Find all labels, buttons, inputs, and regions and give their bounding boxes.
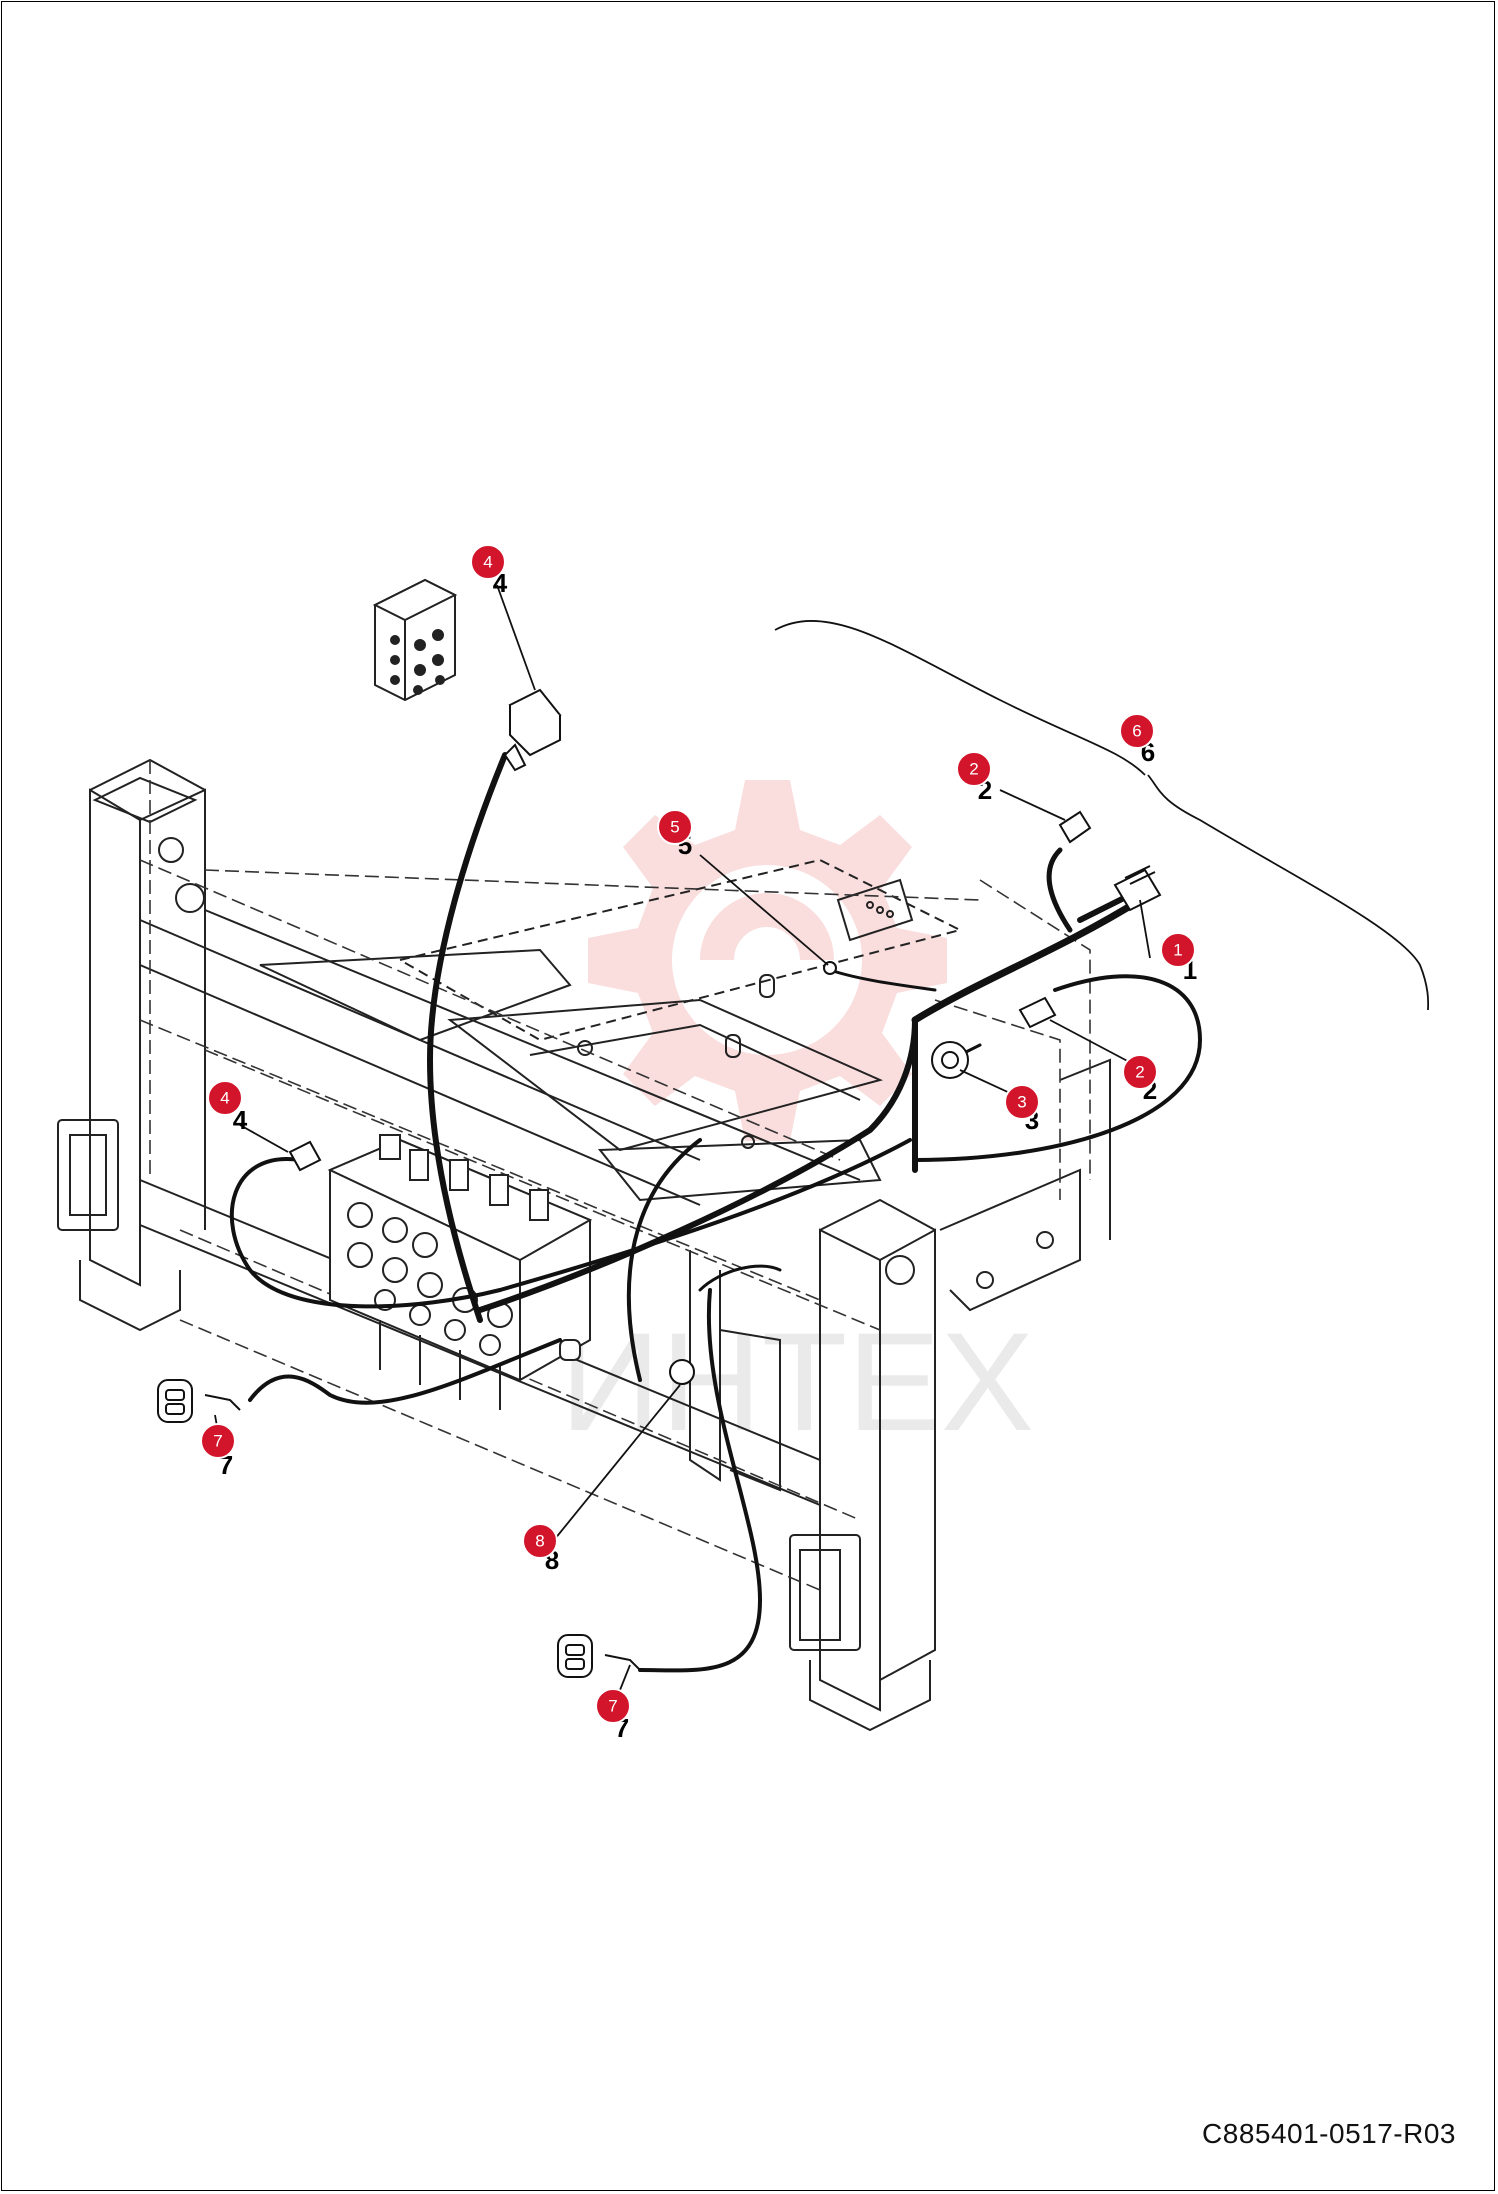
callout-2-top[interactable]: 2 (956, 751, 992, 787)
callout-4-left[interactable]: 4 (207, 1080, 243, 1116)
svg-text:2: 2 (969, 760, 978, 779)
watermark-gear-logo (588, 780, 947, 1141)
callout-5[interactable]: 5 (657, 809, 693, 845)
callout-1[interactable]: 1 (1160, 932, 1196, 968)
callout-6[interactable]: 6 (1119, 713, 1155, 749)
control-valve-block (327, 1134, 593, 1410)
svg-text:4: 4 (483, 553, 492, 572)
callout-7-left[interactable]: 7 (200, 1423, 236, 1459)
connectors (157, 688, 1162, 1678)
wiring-harness (229, 752, 1203, 1673)
svg-text:6: 6 (1132, 722, 1141, 741)
callout-4-top[interactable]: 4 (470, 544, 506, 580)
svg-text:7: 7 (608, 1697, 617, 1716)
callout-3[interactable]: 3 (1004, 1084, 1040, 1120)
chassis-frame (57, 758, 1111, 1732)
svg-text:8: 8 (535, 1532, 544, 1551)
callout-8[interactable]: 8 (522, 1523, 558, 1559)
svg-text:2: 2 (1135, 1063, 1144, 1082)
callout-markers: 4 6 2 5 1 2 3 4 7 8 7 (200, 544, 1196, 1724)
drawing-reference-code: C885401-0517-R03 (1202, 2118, 1456, 2149)
svg-text:7: 7 (213, 1432, 222, 1451)
svg-text:4: 4 (220, 1089, 229, 1108)
manifold-block (372, 578, 458, 702)
svg-text:5: 5 (670, 818, 679, 837)
callout-2-right[interactable]: 2 (1122, 1054, 1158, 1090)
svg-text:1: 1 (1173, 941, 1182, 960)
svg-text:3: 3 (1017, 1093, 1026, 1112)
callout-7-bottom[interactable]: 7 (595, 1688, 631, 1724)
part-digit-4-left: 4 (233, 1105, 248, 1135)
